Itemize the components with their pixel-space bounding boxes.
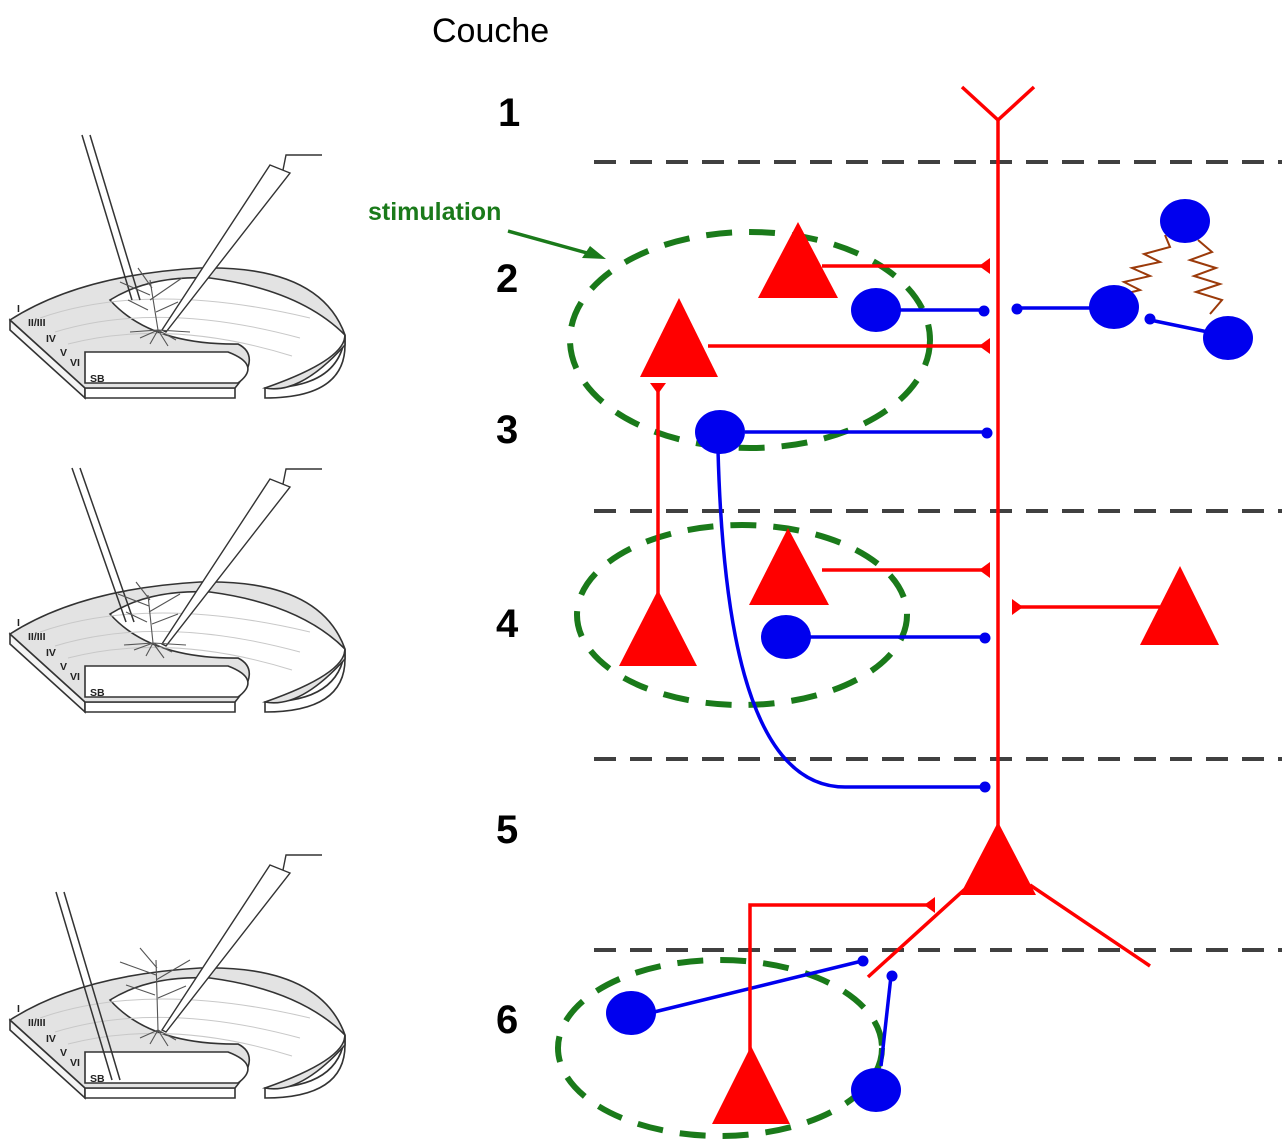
terminal-axon-l4-ascending	[650, 383, 666, 394]
terminal-axon-l6	[924, 897, 935, 913]
stimulation-arrow	[507, 229, 599, 258]
electrode-icon	[81, 134, 141, 301]
layer-label-1: 1	[498, 91, 520, 135]
interneuron-l4	[761, 615, 811, 659]
stimulation-label: stimulation	[368, 198, 501, 226]
terminal-l6-long	[857, 955, 869, 967]
interneurons	[606, 199, 1253, 1112]
terminal-l2-right	[1011, 303, 1023, 315]
terminal-l5	[979, 781, 991, 793]
brain-slice-3: I II/III IV V VI SB	[9, 854, 346, 1099]
terminal-l2-pair	[1144, 313, 1156, 325]
slice-label-II-III: II/III	[28, 631, 46, 643]
pyramidal-neuron-l2-lower	[640, 298, 718, 377]
stimulation-region-layer2-3	[567, 229, 933, 451]
slice-label-SB: SB	[90, 687, 105, 699]
terminal-l2	[978, 305, 990, 317]
terminal-axon-l2-upper	[979, 258, 990, 274]
slice-label-VI: VI	[70, 671, 80, 683]
interneuron-l2-center	[851, 288, 901, 332]
slice-label-I: I	[17, 1003, 20, 1015]
projection-l2-right-pair	[1149, 318, 1209, 334]
projection-l3-to-l5	[716, 449, 983, 789]
terminal-l3	[981, 427, 993, 439]
slice-label-V: V	[60, 347, 67, 359]
slice-label-SB: SB	[90, 373, 105, 385]
excitatory-projections	[656, 85, 1160, 1060]
basal-dendrite-right	[1029, 883, 1151, 968]
slice-label-IV: IV	[46, 1033, 56, 1045]
neuron-sketch-icon	[117, 581, 187, 659]
header-title: Couche	[432, 12, 549, 50]
slice-label-V: V	[60, 1047, 67, 1059]
gap-junctions	[1119, 234, 1224, 315]
pyramidal-neuron-l4-center	[749, 528, 829, 605]
projection-l6-long	[649, 959, 863, 1015]
gap-junction-1	[1119, 234, 1172, 296]
projection-l6-short	[879, 975, 893, 1067]
slice-label-II-III: II/III	[28, 1017, 46, 1029]
axon-l6-ascending	[748, 903, 935, 1060]
brain-slice-icon	[9, 468, 346, 713]
layer-label-6: 6	[496, 998, 518, 1042]
interneuron-l6-right	[851, 1068, 901, 1112]
pyramidal-neuron-l6	[712, 1046, 790, 1124]
gap-junction-2	[1186, 239, 1224, 315]
layer-label-3: 3	[496, 408, 518, 452]
stimulation-region-layer4	[574, 522, 910, 708]
brain-slice-1: I II/III IV V VI SB	[9, 134, 346, 399]
interneuron-l3	[695, 410, 745, 454]
pyramidal-neuron-l4-left	[619, 590, 697, 666]
layer-boundaries	[594, 160, 1282, 952]
stimulation-arrowhead	[582, 246, 606, 259]
terminal-l6-short	[886, 970, 898, 982]
brain-slice-icon	[9, 854, 346, 1099]
slice-label-II-III: II/III	[28, 317, 46, 329]
terminal-axon-l4-right	[1012, 599, 1023, 615]
brain-slice-icon	[9, 154, 346, 399]
slice-label-I: I	[17, 303, 20, 315]
terminal-axon-l4	[979, 562, 990, 578]
slice-label-SB: SB	[90, 1073, 105, 1085]
layer-label-2: 2	[496, 257, 518, 301]
layer-label-5: 5	[496, 808, 518, 852]
inhibitory-projections	[649, 306, 1209, 1067]
apical-tuft-left	[960, 85, 1000, 122]
electrode-icon	[55, 891, 121, 1081]
slice-label-I: I	[17, 617, 20, 629]
neuron-sketch-icon	[119, 267, 191, 347]
pyramidal-neuron-l4-right	[1140, 566, 1219, 645]
layer-label-4: 4	[496, 602, 519, 646]
inhibitory-terminals	[857, 303, 1156, 982]
slice-label-VI: VI	[70, 357, 80, 369]
brain-slice-2: I II/III IV V VI SB	[9, 467, 346, 713]
excitatory-terminals	[650, 258, 1023, 913]
slice-label-VI: VI	[70, 1057, 80, 1069]
basal-dendrite-left	[866, 878, 977, 979]
neuron-sketch-icon	[119, 947, 191, 1047]
slice-label-IV: IV	[46, 333, 56, 345]
pyramidal-neurons	[619, 222, 1219, 1124]
pyramidal-neuron-l5	[960, 822, 1036, 895]
terminal-l4	[979, 632, 991, 644]
slice-label-IV: IV	[46, 647, 56, 659]
interneuron-l6-left	[606, 991, 656, 1035]
slice-label-V: V	[60, 661, 67, 673]
interneuron-l2-top-right	[1160, 199, 1210, 243]
terminal-axon-l2-lower	[979, 338, 990, 354]
apical-tuft-right	[996, 85, 1036, 122]
pyramidal-neuron-l2-upper	[758, 222, 838, 298]
interneuron-l2-bottom-right	[1203, 316, 1253, 360]
interneuron-l2-mid-right	[1089, 285, 1139, 329]
